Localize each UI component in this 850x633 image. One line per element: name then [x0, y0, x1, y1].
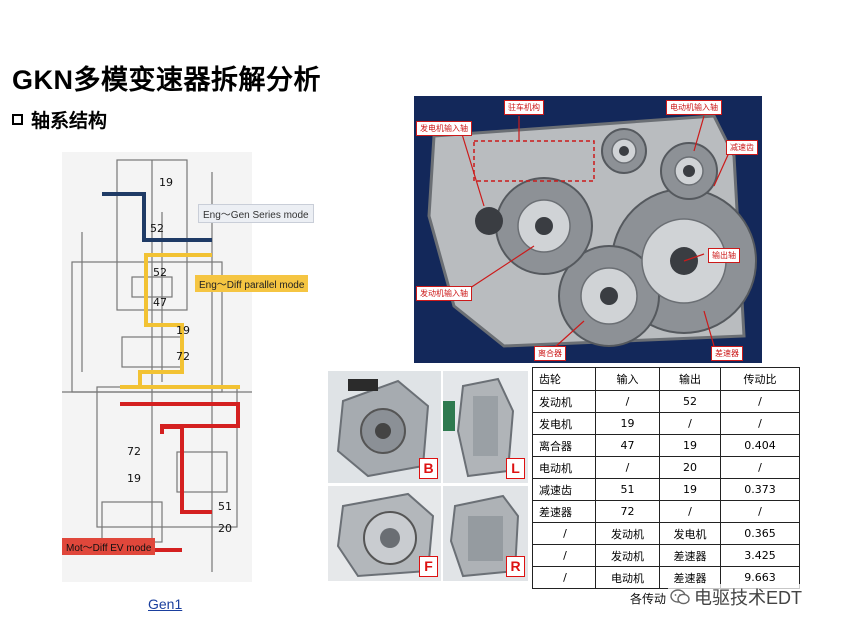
gear-label: 19	[176, 324, 190, 337]
gear-label: 72	[127, 445, 141, 458]
series-mode-label: Eng～Gen Series mode	[198, 204, 314, 223]
table-cell: 51	[595, 478, 660, 501]
gen1-link[interactable]: Gen1	[148, 596, 183, 612]
product-photo-back: B	[328, 371, 441, 483]
table-cell: 发动机	[595, 522, 660, 545]
column-header: 输出	[659, 367, 721, 391]
table-cell: 发动机	[595, 544, 660, 567]
table-cell: 离合器	[532, 434, 596, 457]
callout-engine-input: 发动机输入轴	[416, 286, 472, 301]
table-row: 离合器 47 19 0.404	[532, 434, 800, 457]
callout-clutch: 离合器	[534, 346, 566, 361]
gear-label: 47	[153, 296, 167, 309]
table-cell: /	[532, 566, 596, 589]
parallel-mode-path	[138, 253, 212, 387]
ev-mode-path-lower	[160, 425, 212, 514]
photo-tag-b: B	[419, 458, 438, 479]
table-cell: 发动机	[532, 390, 596, 413]
photo-tag-l: L	[506, 458, 525, 479]
table-cell: 发电机	[532, 412, 596, 435]
table-cell: /	[720, 390, 800, 413]
square-bullet-icon	[12, 114, 23, 125]
table-row: 差速器 72 / /	[532, 500, 800, 523]
table-cell: 72	[595, 500, 660, 523]
table-cell: /	[532, 522, 596, 545]
table-cell: /	[720, 500, 800, 523]
gear-label: 19	[127, 472, 141, 485]
table-cell: /	[659, 412, 721, 435]
gear-label: 19	[159, 176, 173, 189]
column-header: 传动比	[720, 367, 800, 391]
gear-label: 20	[218, 522, 232, 535]
callout-output-shaft: 输出轴	[708, 248, 740, 263]
table-cell: 19	[595, 412, 660, 435]
table-cell: 差速器	[532, 500, 596, 523]
callout-reduction-gear: 减速齿	[726, 140, 758, 155]
gearbox-teardown-photo: 驻车机构 电动机输入轴 发电机输入轴 减速齿 输出轴 发动机输入轴 离合器 差速…	[414, 96, 762, 363]
product-photo-left: L	[443, 371, 528, 483]
table-cell: /	[532, 544, 596, 567]
callout-motor-input: 电动机输入轴	[666, 100, 722, 115]
table-cell: /	[659, 500, 721, 523]
table-cell: 电动机	[595, 566, 660, 589]
table-caption: 各传动	[630, 592, 667, 606]
table-cell: 0.404	[720, 434, 800, 457]
table-cell: /	[720, 456, 800, 479]
table-row: / 发动机 发电机 0.365	[532, 522, 800, 545]
ev-mode-label: Mot～Diff EV mode	[62, 538, 156, 555]
table-cell: 差速器	[659, 544, 721, 567]
parallel-mode-label: Eng～Diff parallel mode	[195, 275, 309, 292]
table-cell: 0.365	[720, 522, 800, 545]
table-cell: 3.425	[720, 544, 800, 567]
column-header: 输入	[595, 367, 660, 391]
gear-label: 51	[218, 500, 232, 513]
table-cell: 0.373	[720, 478, 800, 501]
callout-parking: 驻车机构	[504, 100, 544, 115]
gear-label: 52	[150, 222, 164, 235]
callout-generator-input: 发电机输入轴	[416, 121, 472, 136]
table-row: 减速齿 51 19 0.373	[532, 478, 800, 501]
table-row: 发动机 / 52 /	[532, 390, 800, 413]
ev-mode-path	[120, 402, 240, 434]
page-title: GKN多模变速器拆解分析	[12, 65, 321, 95]
section-heading: 轴系结构	[12, 106, 107, 133]
photo-tag-f: F	[419, 556, 438, 577]
transmission-left-view	[443, 371, 528, 483]
gearbox-illustration	[414, 96, 762, 363]
product-photo-right: R	[443, 486, 528, 581]
table-cell: 发电机	[659, 522, 721, 545]
table-cell: 52	[659, 390, 721, 413]
column-header: 齿轮	[532, 367, 596, 391]
table-cell: /	[595, 390, 660, 413]
watermark: 电驱技术EDT	[668, 584, 804, 610]
table-row: 电动机 / 20 /	[532, 456, 800, 479]
watermark-text: 电驱技术EDT	[694, 588, 802, 608]
callout-differential: 差速器	[711, 346, 743, 361]
table-cell: 减速齿	[532, 478, 596, 501]
table-cell: 电动机	[532, 456, 596, 479]
table-cell: /	[595, 456, 660, 479]
table-header-row: 齿轮 输入 输出 传动比	[532, 367, 800, 391]
table-cell: /	[720, 412, 800, 435]
table-cell: 19	[659, 434, 721, 457]
gear-label: 52	[153, 266, 167, 279]
table-cell: 19	[659, 478, 721, 501]
photo-tag-r: R	[506, 556, 525, 577]
table-cell: 20	[659, 456, 721, 479]
table-row: 发电机 19 / /	[532, 412, 800, 435]
series-mode-path	[102, 192, 212, 242]
gear-ratio-table: 齿轮 输入 输出 传动比 发动机 / 52 / 发电机 19 / / 离合器 4…	[532, 367, 800, 589]
wechat-icon	[670, 589, 690, 605]
product-photo-front: F	[328, 486, 441, 581]
gear-label: 72	[176, 350, 190, 363]
table-row: / 发动机 差速器 3.425	[532, 544, 800, 567]
table-cell: 47	[595, 434, 660, 457]
section-heading-text: 轴系结构	[31, 111, 108, 132]
